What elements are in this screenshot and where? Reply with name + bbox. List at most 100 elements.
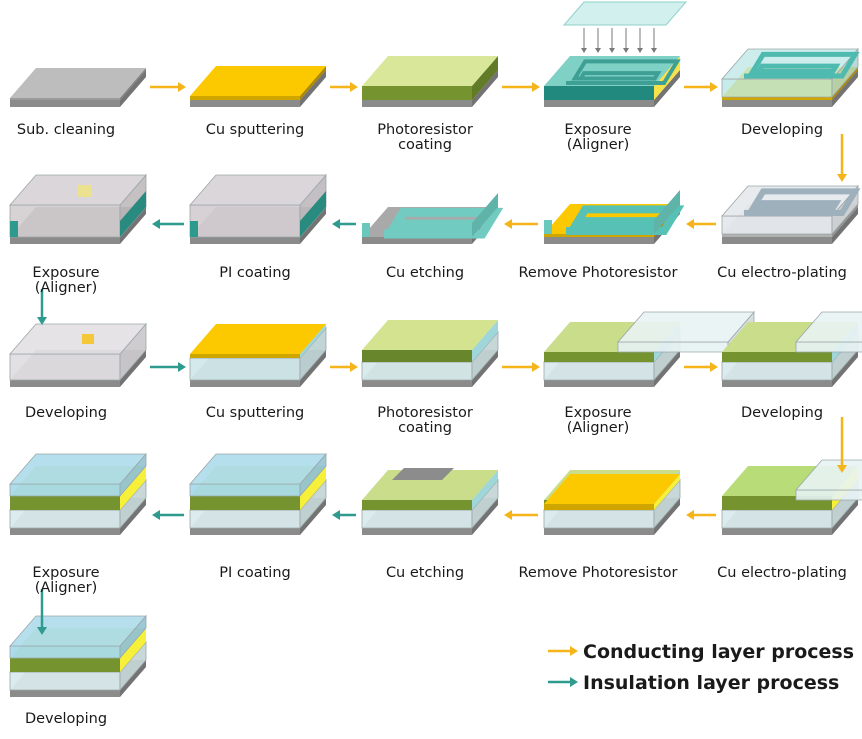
- device-step-7: [544, 190, 685, 244]
- arrow-head: [152, 219, 160, 229]
- device-step-17: [543, 470, 681, 535]
- layer-front: [10, 658, 120, 672]
- layer-front: [722, 234, 832, 237]
- layer-side: [120, 207, 146, 244]
- layer-front: [544, 380, 654, 387]
- arrow-head: [837, 174, 847, 182]
- device-step-14: [543, 310, 755, 387]
- step-label-20: Exposure(Aligner): [32, 565, 99, 596]
- arrow-head: [37, 627, 47, 635]
- wall-left: [544, 220, 552, 234]
- arrow-14-to-15: [684, 362, 718, 372]
- layer-side: [472, 470, 498, 510]
- arrow-head: [332, 510, 340, 520]
- step-label-line: Photoresistor: [377, 122, 473, 138]
- layer-front: [10, 690, 120, 697]
- uv-ray-head: [637, 48, 643, 53]
- layer-front: [722, 380, 832, 387]
- layer-side: [120, 70, 146, 107]
- arrow-20-to-21: [37, 589, 47, 635]
- step-label-line: coating: [398, 137, 452, 153]
- layer-front: [9, 483, 121, 497]
- pattern-block: [795, 459, 862, 501]
- arrow-19-to-20: [152, 510, 184, 520]
- arrow-head: [710, 362, 718, 372]
- layer-front: [617, 341, 729, 353]
- arrow-12-to-13: [330, 362, 358, 372]
- step-label-line: Exposure: [564, 405, 631, 421]
- layer-front: [362, 86, 472, 100]
- layer-front: [190, 528, 300, 535]
- step-label-line: Cu etching: [386, 565, 464, 581]
- step-label-line: Exposure: [32, 565, 99, 581]
- layer-front: [544, 86, 654, 100]
- arrow-15-to-16: [837, 417, 847, 473]
- device-step-1: [10, 68, 146, 107]
- arrow-5-to-6: [837, 134, 847, 182]
- photoresist-layer: [362, 56, 498, 100]
- top-pi-layer: [9, 452, 147, 498]
- layer-front: [544, 237, 654, 244]
- layer-front: [362, 100, 472, 107]
- arrow-head: [178, 82, 186, 92]
- layer-side: [120, 498, 146, 535]
- substrate-top: [10, 68, 146, 100]
- layer-top: [190, 66, 326, 96]
- layer-side: [300, 350, 326, 387]
- device-illustrations: [9, 1, 862, 697]
- layer-front: [9, 645, 121, 659]
- layer-front: [362, 380, 472, 387]
- layer-side: [472, 498, 498, 535]
- arrow-4-to-5: [684, 82, 718, 92]
- layer-front: [190, 496, 300, 510]
- step-label-18: Cu etching: [386, 565, 464, 581]
- wall-right: [120, 191, 146, 237]
- legend-conducting-arrowhead: [570, 646, 578, 656]
- step-label-line: Exposure: [564, 122, 631, 138]
- layer-front: [722, 97, 832, 100]
- arrow-head: [532, 82, 540, 92]
- wall-right: [472, 193, 498, 237]
- uv-ray-head: [623, 48, 629, 53]
- step-label-line: Developing: [741, 405, 823, 421]
- step-label-line: (Aligner): [567, 420, 630, 436]
- legend-conducting: Conducting layer process: [548, 641, 854, 663]
- step-label-line: Remove Photoresistor: [518, 565, 677, 581]
- arrow-2-to-3: [330, 82, 358, 92]
- layer-side: [472, 56, 498, 100]
- step-label-21: Developing: [25, 711, 107, 727]
- legend: Conducting layer process Insulation laye…: [548, 641, 854, 694]
- arrow-1-to-2: [150, 82, 186, 92]
- step-label-line: (Aligner): [567, 137, 630, 153]
- device-step-16: [721, 459, 862, 535]
- step-label-line: Cu sputtering: [206, 122, 305, 138]
- cu-layer: [190, 324, 326, 358]
- layer-front: [722, 237, 832, 244]
- device-step-13: [361, 320, 499, 387]
- layer-front: [189, 509, 301, 529]
- legend-conducting-label: Conducting layer process: [583, 641, 854, 663]
- step-label-line: Remove Photoresistor: [518, 265, 677, 281]
- step-label-14: Exposure(Aligner): [564, 405, 631, 436]
- device-step-19: [189, 452, 327, 535]
- wall-right: [300, 191, 326, 237]
- layer-front: [9, 353, 121, 381]
- step-label-9: PI coating: [219, 265, 290, 281]
- arrow-head: [686, 510, 694, 520]
- arrow-3-to-4: [502, 82, 540, 92]
- side-walls: [544, 190, 680, 234]
- layer-front: [543, 361, 655, 381]
- device-step-11: [9, 322, 147, 387]
- spiral-pattern: [566, 59, 681, 85]
- layer-top: [9, 323, 147, 355]
- layer-front: [190, 237, 300, 244]
- step-label-line: (Aligner): [35, 280, 98, 296]
- layer-front: [10, 100, 120, 107]
- layer-front: [722, 352, 832, 362]
- arrow-head: [686, 219, 694, 229]
- layer-front: [189, 357, 301, 381]
- layer-top: [795, 459, 862, 491]
- arrow-18-to-19: [332, 510, 356, 520]
